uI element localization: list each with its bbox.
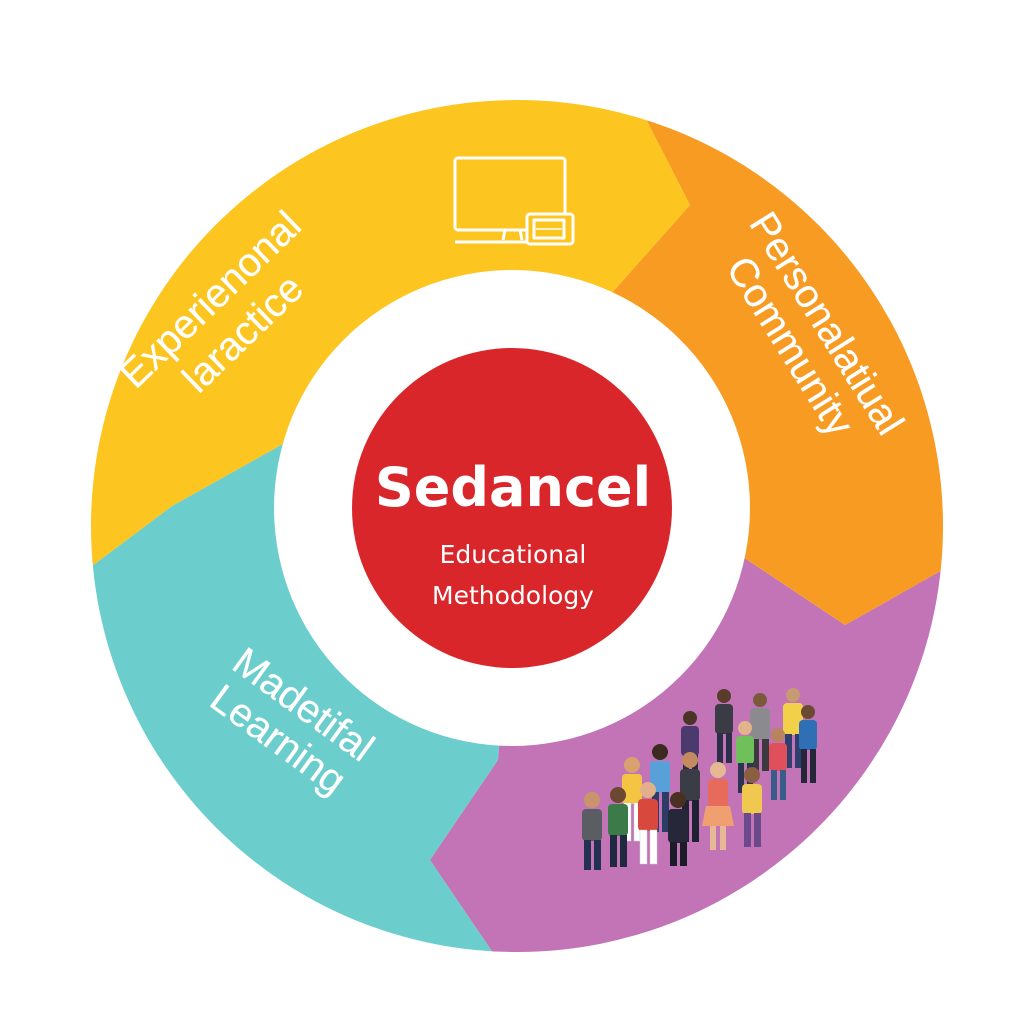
center-title: Sedancel — [375, 456, 651, 519]
person-figure — [750, 693, 770, 771]
person-figure — [608, 787, 628, 867]
monitor-tablet-icon — [453, 156, 575, 246]
person-figure — [715, 689, 733, 763]
center-circle — [352, 348, 672, 668]
center-subtitle-line1: Educational — [440, 540, 587, 569]
person-figure — [742, 767, 762, 847]
person-figure — [638, 782, 658, 865]
person-figure — [799, 705, 817, 783]
person-figure — [582, 792, 602, 870]
person-figure — [769, 728, 787, 800]
people-crowd-illustration — [582, 688, 817, 870]
person-figure — [702, 762, 734, 850]
person-figure — [783, 688, 803, 768]
center-subtitle-line2: Methodology — [432, 581, 594, 610]
person-figure — [668, 792, 688, 866]
